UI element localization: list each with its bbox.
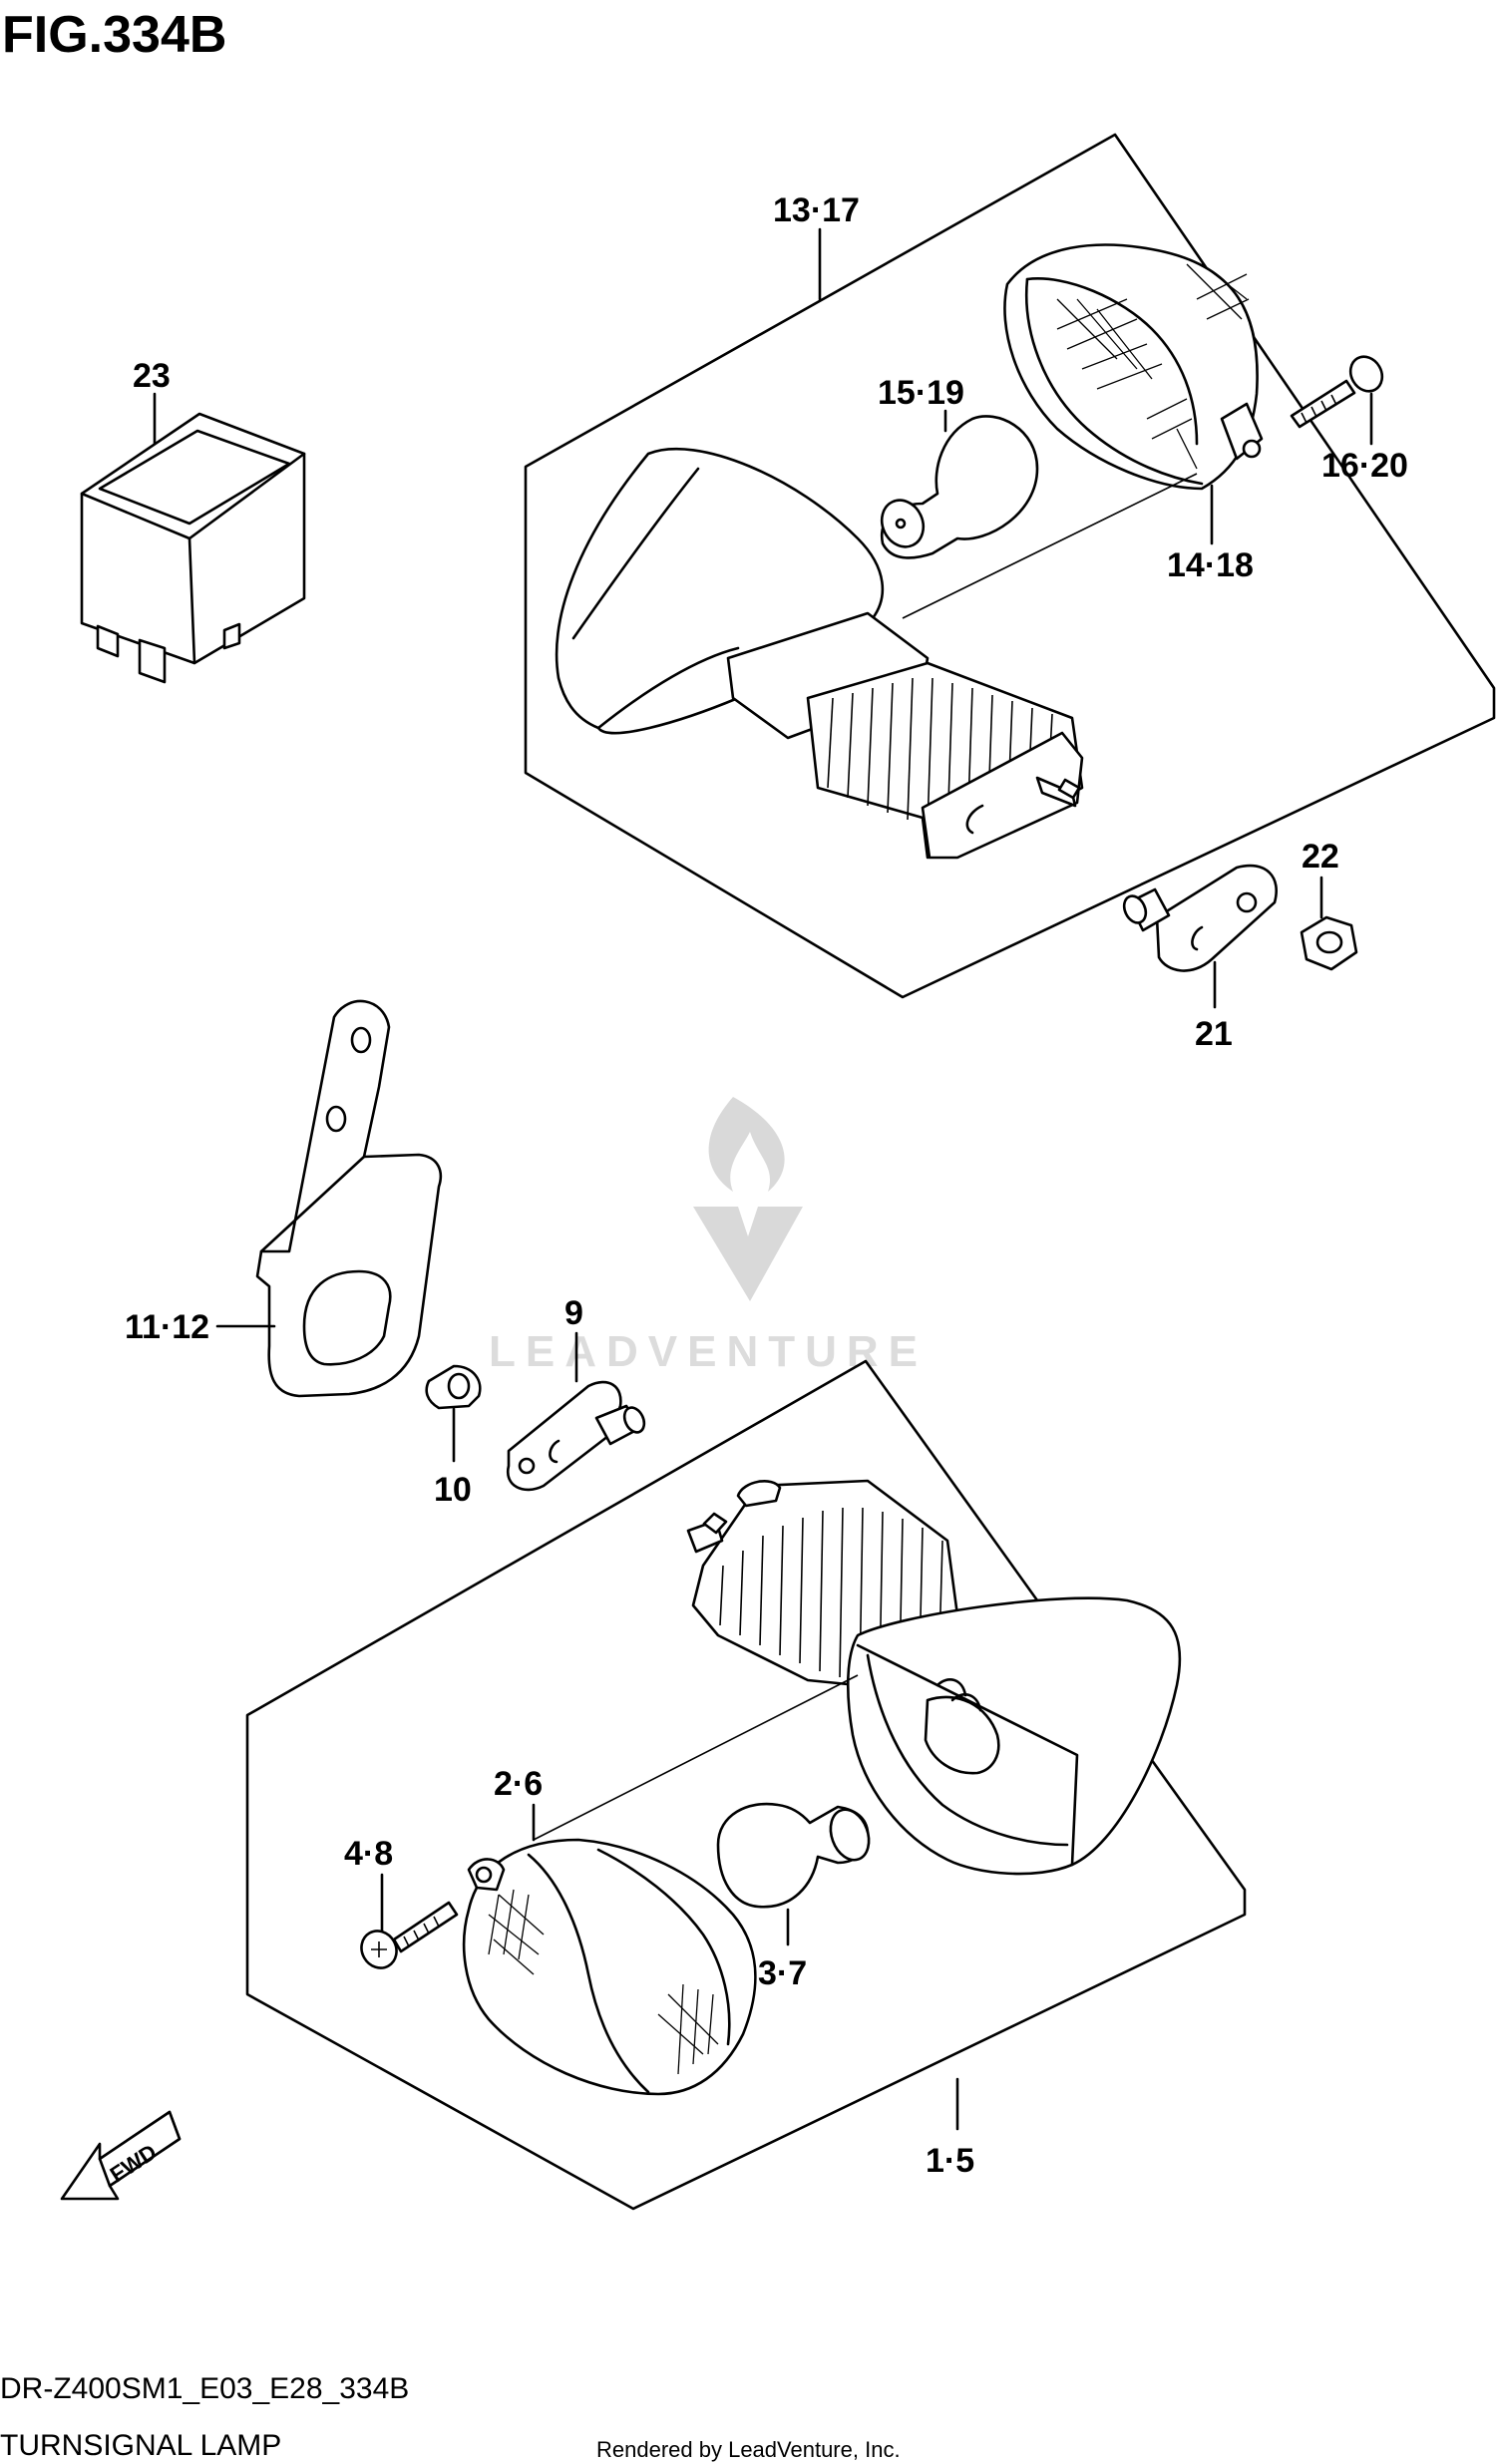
fwd-arrow: FWD: [60, 2110, 182, 2201]
callout-21: 21: [1195, 1015, 1233, 1053]
callout-9: 9: [564, 1294, 583, 1332]
lower-screw[interactable]: [355, 1901, 459, 1974]
part-10-grommet[interactable]: [425, 1364, 482, 1410]
callout-10: 10: [434, 1471, 472, 1509]
upper-bulb[interactable]: [875, 415, 1039, 559]
leadventure-watermark: LEADVENTURE: [489, 1097, 928, 1376]
upper-lamp-lens[interactable]: [1003, 243, 1264, 491]
part-11-12-bracket[interactable]: [255, 999, 443, 1398]
assembly-line-lower: [533, 1674, 859, 1841]
part-21-plate[interactable]: [1120, 864, 1278, 972]
figure-caption: TURNSIGNAL LAMP: [0, 2429, 281, 2462]
callout-23: 23: [133, 357, 171, 395]
callout-3-7: 3·7: [758, 1954, 807, 1992]
callout-22: 22: [1302, 838, 1339, 876]
lower-lamp-lens[interactable]: [462, 1838, 757, 2096]
callout-13-17: 13·17: [773, 191, 860, 229]
part-9-plate[interactable]: [506, 1380, 647, 1492]
upper-lamp-housing[interactable]: [555, 447, 1084, 860]
group-box-13-17: [524, 133, 1496, 999]
callout-4-8: 4·8: [344, 1835, 393, 1873]
lower-bulb[interactable]: [716, 1802, 876, 1909]
callout-2-6: 2·6: [494, 1765, 543, 1803]
callout-16-20: 16·20: [1321, 447, 1408, 485]
assembly-line-upper: [902, 473, 1198, 619]
callout-1-5: 1·5: [926, 2142, 974, 2180]
lower-lamp-housing[interactable]: [686, 1479, 1182, 1876]
watermark-text: LEADVENTURE: [489, 1327, 928, 1376]
figure-title: FIG.334B: [2, 6, 226, 64]
group-box-1-5: [245, 1359, 1247, 2211]
callout-11-12: 11·12: [125, 1308, 209, 1346]
rendered-by: Rendered by LeadVenture, Inc.: [596, 2437, 901, 2462]
figure-code: DR-Z400SM1_E03_E28_334B: [0, 2372, 409, 2405]
callout-15-19: 15·19: [878, 374, 964, 412]
part-23-relay[interactable]: [80, 412, 306, 684]
callout-14-18: 14·18: [1167, 546, 1254, 584]
part-22-nut[interactable]: [1300, 915, 1358, 971]
upper-screw[interactable]: [1290, 351, 1388, 429]
